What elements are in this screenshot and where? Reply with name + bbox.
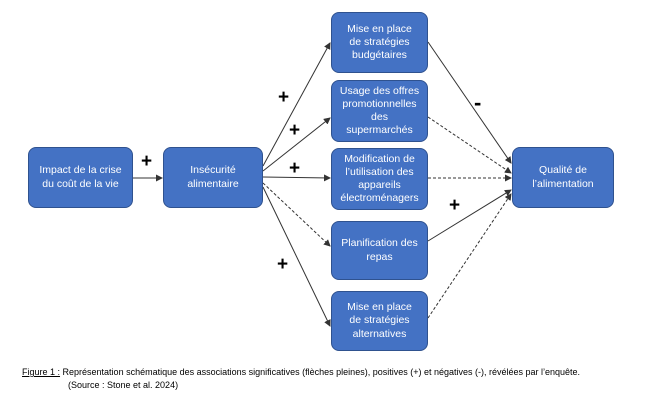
caption-line: Figure 1 : Représentation schématique de… <box>22 366 642 379</box>
node-promo: Usage des offres promotionnelles des sup… <box>331 80 428 142</box>
arrow-budget-qualite <box>427 41 512 164</box>
node-planif: Planification des repas <box>331 221 428 280</box>
sign-budget-qualite: - <box>474 90 482 115</box>
caption-label: Figure 1 : <box>22 367 61 377</box>
sign-to-alternatives: + <box>277 254 289 275</box>
node-qualite: Qualité de l’alimentation <box>512 147 614 208</box>
dashed-insecurite-planif <box>262 182 331 247</box>
arrow-insecurite-promo <box>262 117 331 172</box>
sign-planif-qualite: + <box>449 195 461 216</box>
arrow-insecurite-electro <box>262 174 331 182</box>
sign-to-electro: + <box>289 158 301 179</box>
sign-to-promo: + <box>289 120 301 141</box>
arrow-insecurite-budget <box>262 42 331 167</box>
figure-caption: Figure 1 : Représentation schématique de… <box>22 366 642 392</box>
node-impact: Impact de la crise du coût de la vie <box>28 147 133 208</box>
dashed-promo-qualite <box>427 116 512 174</box>
dashed-alternatives-qualite <box>427 193 512 319</box>
caption-text: Représentation schématique des associati… <box>60 367 581 377</box>
node-insecurite: Insécurité alimentaire <box>163 147 263 208</box>
arrow-insecurite-alternatives <box>262 186 331 327</box>
sign-to-budget: + <box>278 87 290 108</box>
connections <box>133 41 512 327</box>
node-budget: Mise en place de stratégies budgétaires <box>331 12 428 73</box>
arrow-planif-qualite <box>427 189 512 242</box>
node-electro: Modification de l’utilisation des appare… <box>331 148 428 210</box>
sign-impact-insecurite: + <box>141 151 153 172</box>
node-alternatives: Mise en place de stratégies alternatives <box>331 291 428 351</box>
caption-source: (Source : Stone et al. 2024) <box>68 380 179 391</box>
